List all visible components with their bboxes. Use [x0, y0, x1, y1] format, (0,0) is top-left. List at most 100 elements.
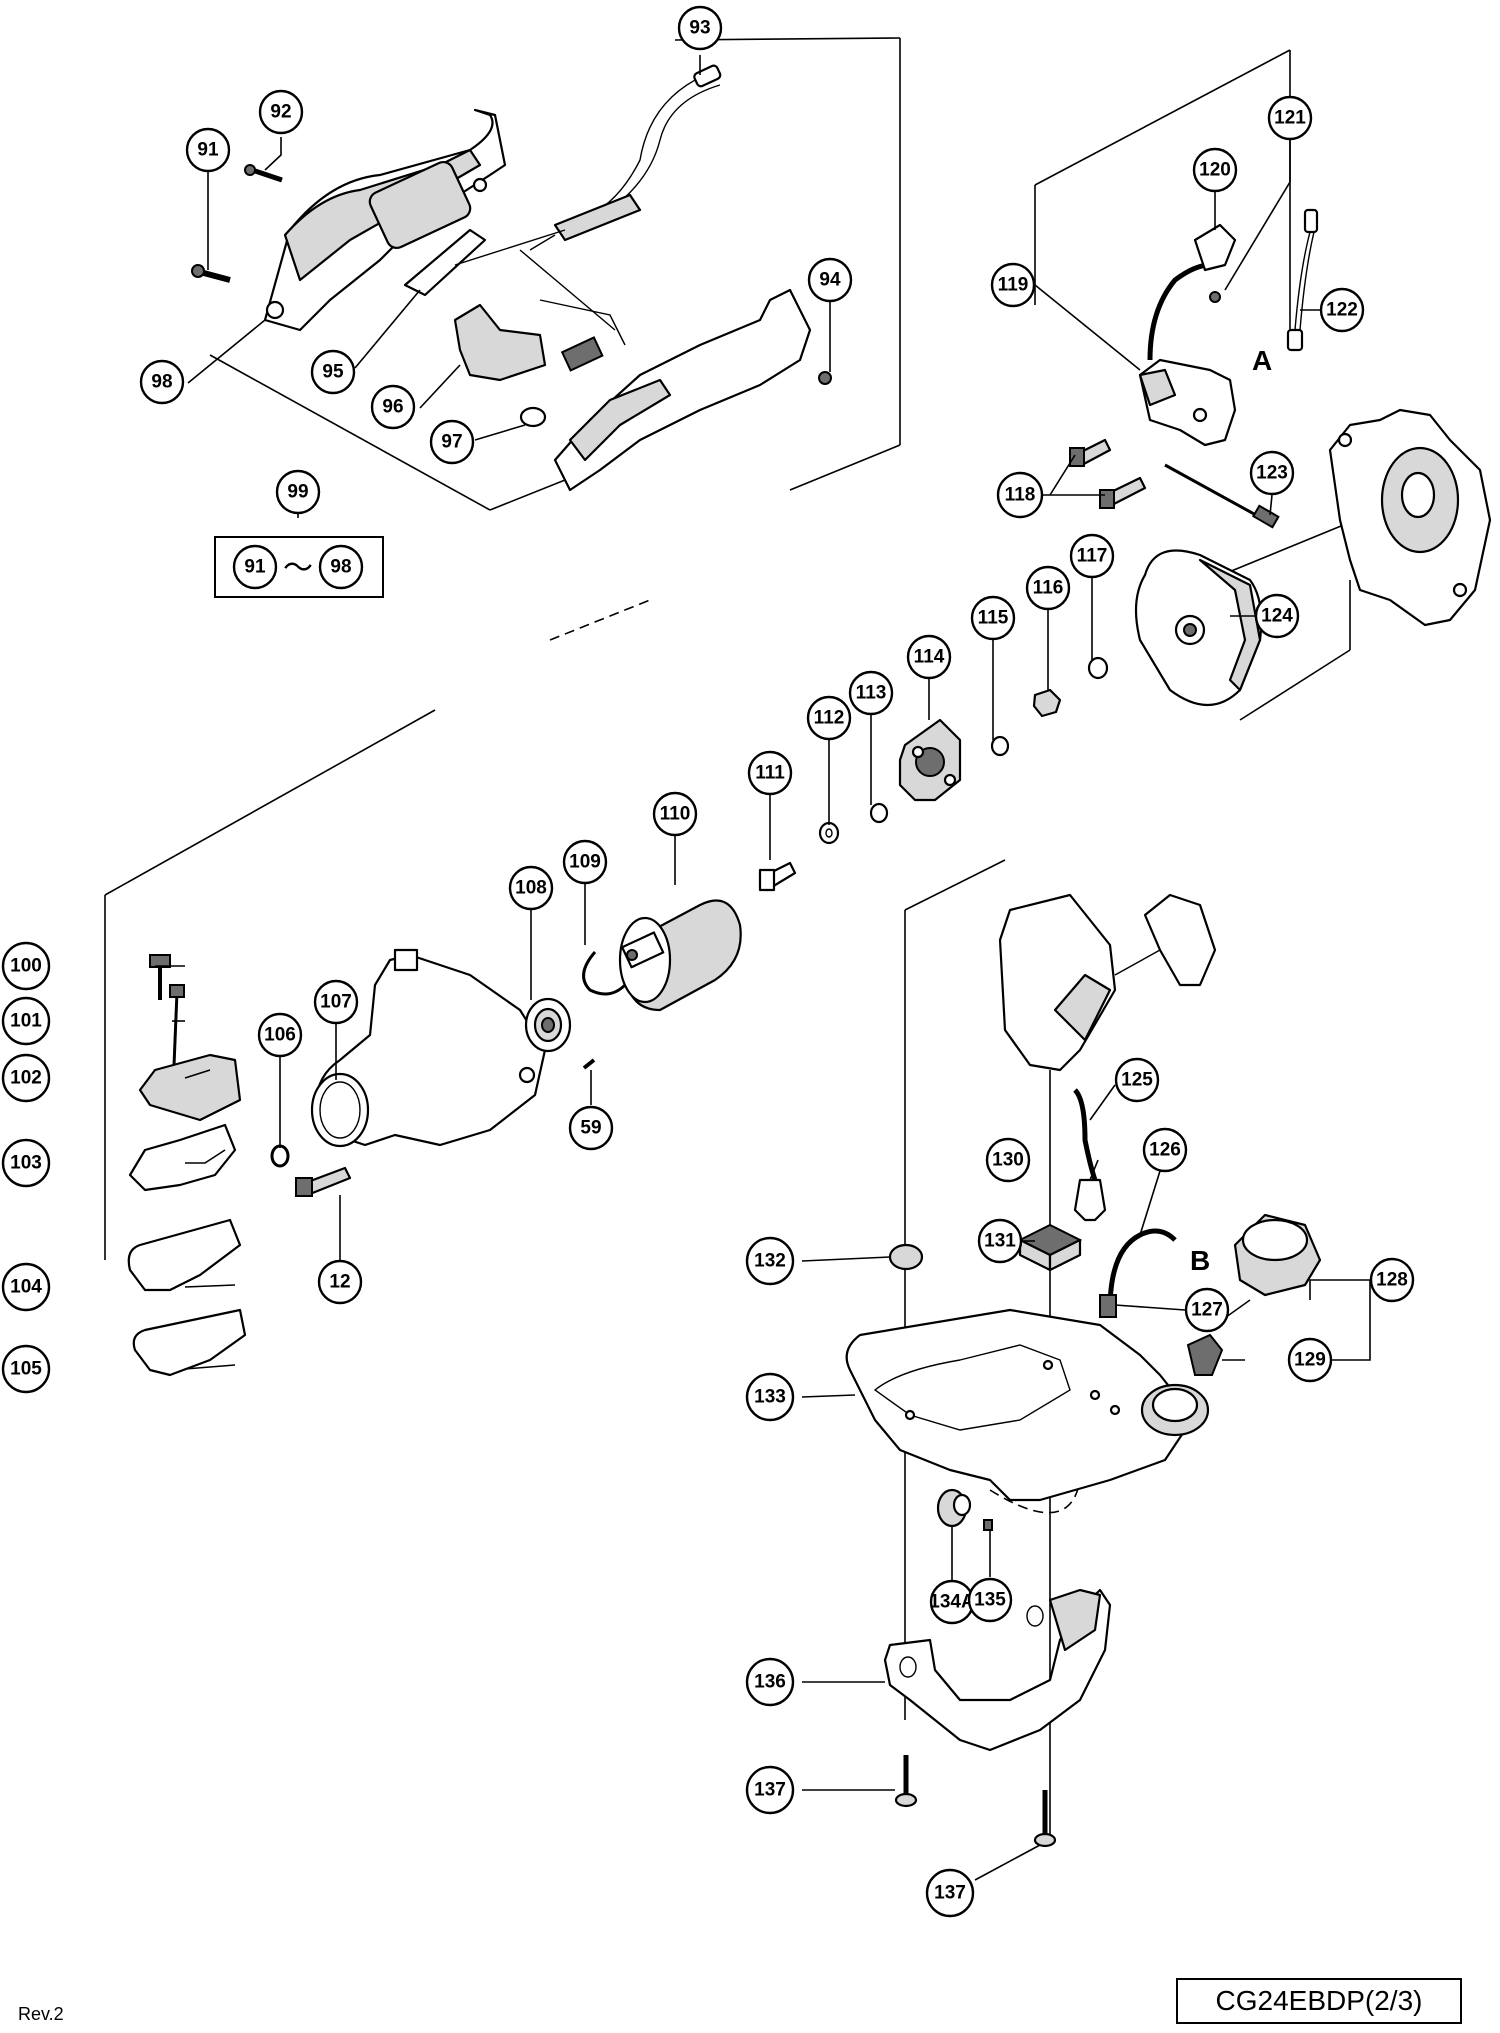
callout-112: 112: [806, 695, 852, 741]
svg-text:124: 124: [1261, 606, 1293, 627]
grommet-132: [888, 1243, 924, 1271]
callout-134a: 134A: [929, 1579, 975, 1625]
svg-text:117: 117: [1077, 546, 1108, 567]
svg-text:128: 128: [1376, 1270, 1408, 1291]
callout-127: 127: [1184, 1287, 1230, 1333]
svg-text:135: 135: [974, 1590, 1006, 1611]
callout-92: 92: [258, 89, 304, 135]
damper-134a: [936, 1488, 972, 1528]
recoil-starter: [998, 893, 1217, 1072]
svg-text:103: 103: [10, 1153, 42, 1174]
clutch-shoe: [898, 718, 962, 802]
callout-135: 135: [967, 1577, 1013, 1623]
svg-text:92: 92: [270, 102, 291, 123]
stop-wire: [1286, 208, 1319, 352]
svg-text:99: 99: [287, 482, 308, 503]
svg-text:91: 91: [197, 140, 219, 161]
callout-59: 59: [568, 1105, 614, 1151]
svg-text:114: 114: [914, 647, 945, 668]
callout-109: 109: [562, 839, 608, 885]
callout-132: 132: [745, 1236, 795, 1286]
svg-text:127: 127: [1191, 1300, 1223, 1321]
screw-92: [244, 164, 283, 183]
ignition-coil: [1138, 358, 1237, 447]
svg-text:105: 105: [10, 1359, 42, 1380]
callout-121: 121: [1267, 95, 1313, 141]
callout-111: 111: [747, 750, 793, 796]
svg-text:121: 121: [1274, 108, 1306, 129]
svg-text:95: 95: [322, 362, 344, 383]
callout-97: 97: [429, 419, 475, 465]
tank-bracket: [883, 1588, 1112, 1752]
fuel-tank: [845, 1308, 1210, 1502]
handle-clamp-parts: [127, 954, 247, 1377]
throttle-cable: [454, 64, 722, 346]
bearing: [524, 997, 572, 1053]
callout-137-left: 137: [745, 1765, 795, 1815]
tank-cap: [1233, 1213, 1322, 1297]
nut-94: [818, 371, 832, 385]
callout-124: 124: [1254, 593, 1300, 639]
callout-126: 126: [1142, 1127, 1188, 1173]
svg-text:104: 104: [10, 1277, 42, 1298]
clutch-housing: [310, 948, 547, 1148]
bolts-137: [894, 1755, 1057, 1848]
callout-123: 123: [1249, 450, 1295, 496]
callout-99: 99: [275, 469, 321, 515]
svg-text:101: 101: [10, 1011, 42, 1032]
svg-text:137: 137: [934, 1883, 966, 1904]
svg-text:102: 102: [10, 1068, 42, 1089]
svg-text:122: 122: [1326, 300, 1358, 321]
svg-text:118: 118: [1005, 485, 1036, 506]
washer-112: [818, 821, 840, 845]
svg-text:109: 109: [569, 852, 601, 873]
callout-106: 106: [257, 1012, 303, 1058]
svg-text:123: 123: [1256, 463, 1288, 484]
svg-text:126: 126: [1149, 1140, 1181, 1161]
view-letter-b: B: [1190, 1245, 1210, 1276]
callout-122: 122: [1319, 287, 1365, 333]
upper-handle-housing: [263, 108, 507, 332]
callout-104: 104: [1, 1262, 51, 1312]
fuel-pipe-125: [1073, 1088, 1098, 1181]
washer-117: [1087, 656, 1109, 680]
callout-125: 125: [1114, 1057, 1160, 1103]
callout-120: 120: [1192, 147, 1238, 193]
clutch-drum: [618, 899, 742, 1012]
bolt-111: [758, 861, 797, 892]
o-ring: [270, 1144, 290, 1168]
kit-range-to: 98: [318, 544, 364, 590]
svg-text:98: 98: [151, 372, 172, 393]
fuel-hose-126: [1107, 1228, 1177, 1311]
callout-116: 116: [1025, 565, 1071, 611]
lower-handle-grip: [553, 288, 812, 492]
callout-91: 91: [185, 127, 231, 173]
svg-text:136: 136: [754, 1672, 786, 1693]
svg-text:130: 130: [992, 1150, 1024, 1171]
callout-129: 129: [1287, 1337, 1333, 1383]
callout-114: 114: [906, 634, 952, 680]
svg-text:111: 111: [755, 763, 785, 784]
callout-110: 110: [652, 791, 698, 837]
ground-wire: [1164, 463, 1280, 529]
callout-94: 94: [807, 257, 853, 303]
svg-text:133: 133: [754, 1387, 786, 1408]
screw-91: [191, 264, 231, 283]
nut-116: [1032, 688, 1062, 718]
grommet-130: [1073, 1178, 1107, 1222]
svg-text:100: 100: [10, 956, 42, 977]
kit-range-from: 91: [232, 544, 278, 590]
svg-text:125: 125: [1121, 1070, 1153, 1091]
kit-range-box: 91 〜 98: [214, 536, 384, 598]
spark-plug-cap: [1147, 223, 1237, 361]
callout-128: 128: [1369, 1257, 1415, 1303]
callout-103: 103: [1, 1138, 51, 1188]
svg-text:98: 98: [330, 557, 351, 578]
svg-text:132: 132: [754, 1251, 786, 1272]
svg-text:106: 106: [264, 1025, 296, 1046]
callout-119: 119: [990, 262, 1036, 308]
svg-text:108: 108: [515, 878, 547, 899]
callout-100: 100: [1, 941, 51, 991]
callout-101: 101: [1, 996, 51, 1046]
